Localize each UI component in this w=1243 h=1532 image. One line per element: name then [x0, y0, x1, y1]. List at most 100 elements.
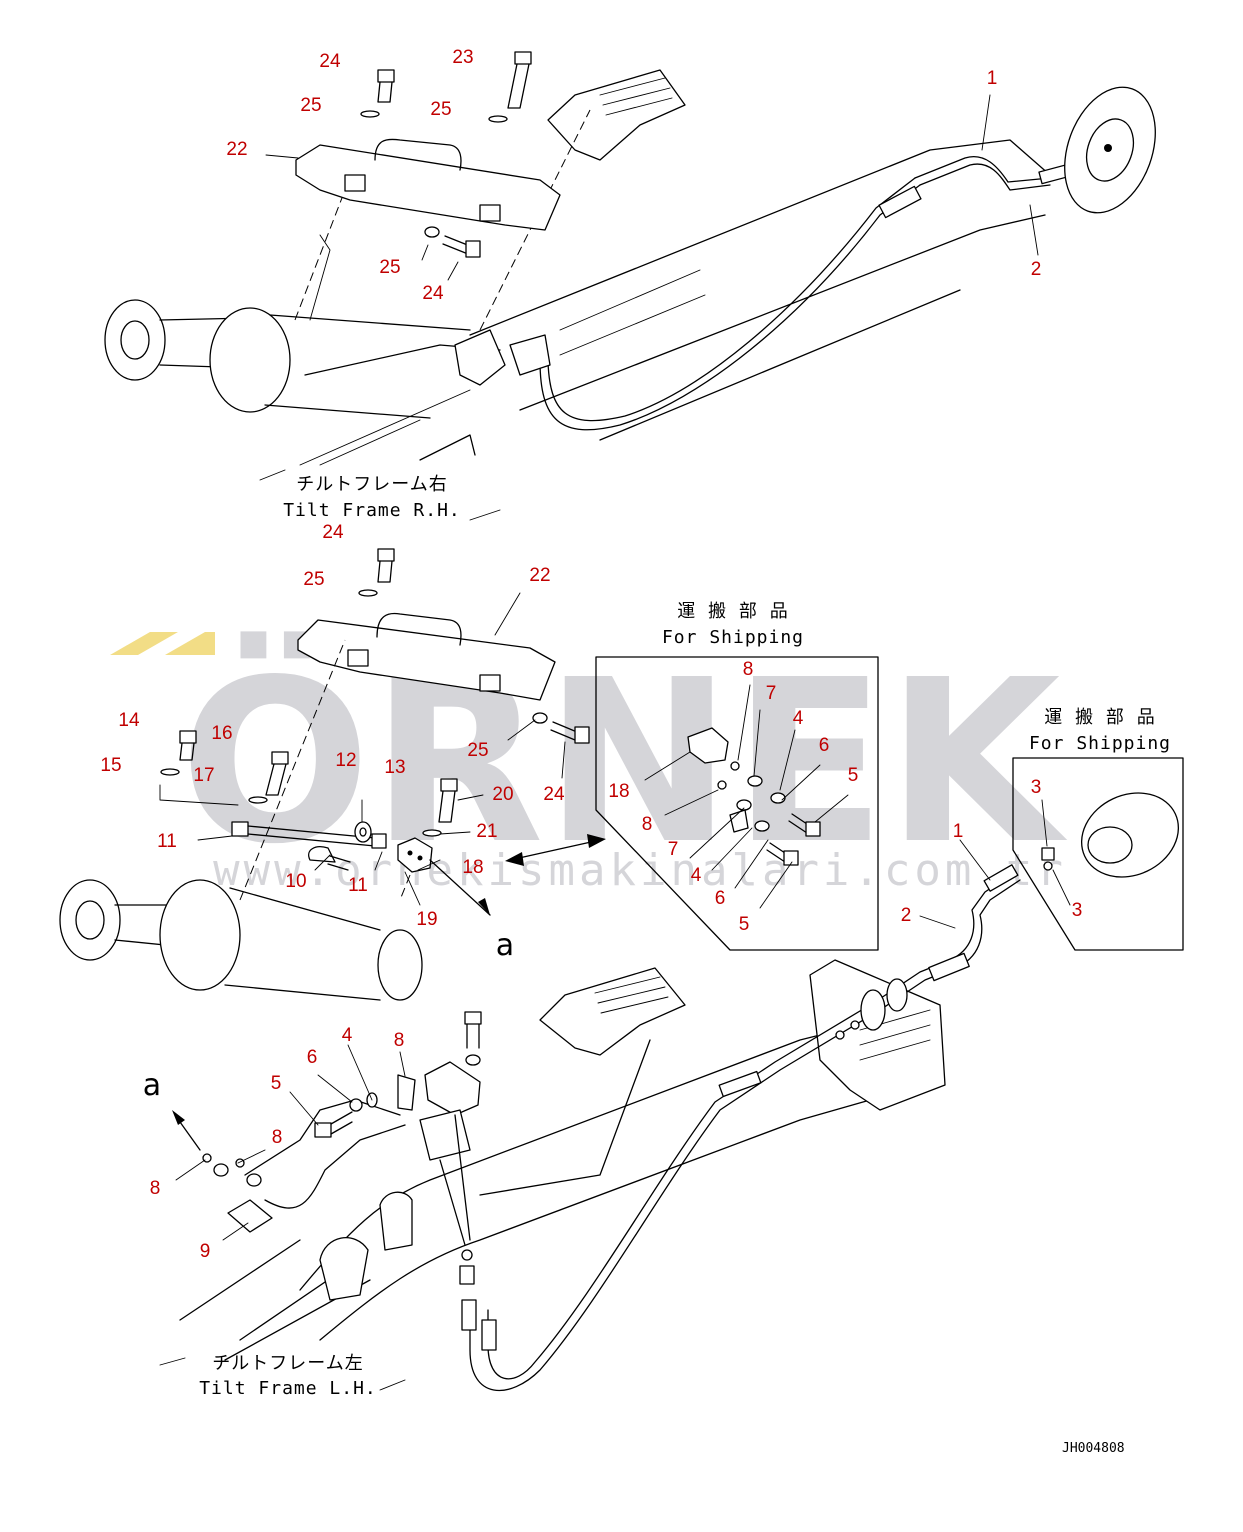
bolt-24-rh-top — [377, 69, 395, 103]
oring-lh-lower — [461, 1249, 473, 1261]
cylinder-rh-barrel — [264, 314, 471, 419]
flange-lh-1 — [860, 989, 886, 1031]
hose-lh-fitting-2 — [983, 864, 1019, 892]
callout-24: 24 — [543, 784, 565, 805]
callout-2: 2 — [901, 905, 912, 926]
arrow-a-shaft — [429, 859, 491, 916]
hose-guard-lh-handle — [376, 612, 462, 646]
ship1-callout-7: 7 — [766, 683, 777, 704]
connector-block-rh — [509, 334, 551, 376]
callout-leaders — [175, 94, 1071, 1241]
frame-rh-ribs — [559, 269, 706, 356]
ship1-callout-8: 8 — [642, 814, 653, 835]
drawing-code: JH004808 — [1062, 1441, 1125, 1456]
watermark-umlaut-right — [165, 632, 215, 655]
ship1-nut-7a — [747, 775, 763, 787]
cylinder-lh-head — [159, 879, 241, 991]
oring-lh-flange-a — [850, 1020, 860, 1030]
step-plate-lh — [539, 967, 686, 1056]
callout-9: 9 — [200, 1241, 211, 1262]
ship1-callout-7: 7 — [668, 839, 679, 860]
hose-guard-lh-slot-2 — [479, 674, 501, 692]
washer-25-rh-right — [488, 115, 508, 123]
callout-11: 11 — [157, 831, 177, 852]
hose-lh-fitting-1 — [928, 952, 970, 982]
callout-12: 12 — [335, 750, 356, 771]
washer-6-lh — [349, 1098, 363, 1112]
hose-rh-b — [547, 177, 916, 422]
callout-18: 18 — [462, 857, 483, 878]
tilt-frame-rh-assembly: チルトフレーム右 Tilt Frame R.H. — [104, 51, 1156, 521]
callout-24: 24 — [319, 51, 341, 72]
hose-rh-d — [914, 156, 1051, 183]
ship1-frame — [595, 656, 879, 951]
hose-guard-rh-slot-2 — [479, 204, 501, 222]
step-plate-lh-holes — [594, 976, 669, 1014]
ship2-flange — [1080, 792, 1180, 878]
callout-24: 24 — [422, 283, 444, 304]
bolt-24-lh-top — [377, 548, 395, 583]
callout-6: 6 — [307, 1047, 318, 1068]
callout-21: 21 — [476, 821, 497, 842]
leader-14-15 — [159, 784, 239, 806]
tilt-frame-lh-lower: a チルトフレーム左 Tilt Frame L.H. — [143, 864, 1021, 1399]
tag-8-lh — [397, 1074, 416, 1111]
mount-leader-lh — [439, 1114, 471, 1246]
ship1-caption-en: For Shipping — [662, 627, 804, 648]
arrow-a-head — [478, 898, 490, 915]
ship1-oring-8a — [730, 761, 740, 771]
callout-2: 2 — [1031, 259, 1042, 280]
hose-guard-rh-handle — [374, 138, 462, 171]
cylinder-rh-eye-bore — [120, 320, 150, 360]
caption-lh-ticks — [159, 1357, 406, 1391]
bolt-5-lh — [314, 1111, 353, 1138]
arrow-a-lower-head — [172, 1110, 185, 1125]
caption-lh-jp: チルトフレーム左 — [212, 1353, 363, 1374]
callout-24: 24 — [322, 522, 344, 543]
callout-25: 25 — [467, 740, 488, 761]
frame-rh-end — [419, 434, 476, 461]
frame-rh-lower-edge — [599, 289, 961, 441]
caption-rh-en: Tilt Frame R.H. — [283, 500, 461, 521]
callout-8: 8 — [150, 1178, 161, 1199]
frame-lh-bracket — [319, 1237, 369, 1301]
ship2-callout-3: 3 — [1072, 900, 1083, 921]
hose-guard-rh-slot-1 — [344, 174, 366, 192]
callout-15: 15 — [100, 755, 121, 776]
callout-5: 5 — [271, 1073, 282, 1094]
leader-lh-1 — [239, 639, 346, 901]
washer-13-hole — [359, 827, 367, 837]
hose-lh-a — [469, 1009, 881, 1392]
washer-25-lh-side — [532, 712, 548, 724]
callout-25: 25 — [379, 257, 400, 278]
callout-1: 1 — [953, 821, 964, 842]
callout-14: 14 — [118, 710, 140, 731]
tilt-frame-lh-upper: a — [59, 548, 606, 1001]
ship1-callout-18: 18 — [608, 781, 629, 802]
cylinder-rh-eye — [104, 299, 166, 381]
hose-lh-fitting-5 — [481, 1319, 497, 1351]
ship1-callout-4: 4 — [793, 708, 804, 729]
frame-lh-bottom-edge — [319, 1099, 871, 1341]
flange-lh-2 — [886, 978, 908, 1012]
watermark: ÖRNEK www.ornekismakinalari.com.tr — [110, 631, 1068, 896]
bolt-lh-vertical — [464, 1011, 482, 1049]
ship2-oring-3b — [1043, 861, 1053, 871]
block-18-lh-port-1 — [407, 850, 413, 856]
mount-bracket-lh — [424, 1061, 481, 1116]
callout-25: 25 — [300, 95, 321, 116]
callout-8: 8 — [272, 1127, 283, 1148]
bolt-20 — [438, 778, 458, 823]
callout-25: 25 — [430, 99, 451, 120]
washer-17 — [248, 796, 268, 804]
hose-lh-fitting-4 — [461, 1299, 477, 1331]
step-plate-rh-holes — [599, 77, 673, 116]
bolt-24-lh-side — [550, 721, 590, 744]
callout-13: 13 — [384, 757, 405, 778]
hose-guard-lh-slot-1 — [347, 649, 369, 667]
callout-23: 23 — [452, 47, 473, 68]
hose-rh-fitting-1 — [878, 185, 922, 219]
bolt-12 — [308, 846, 351, 871]
ship1-callout-6: 6 — [819, 735, 830, 756]
